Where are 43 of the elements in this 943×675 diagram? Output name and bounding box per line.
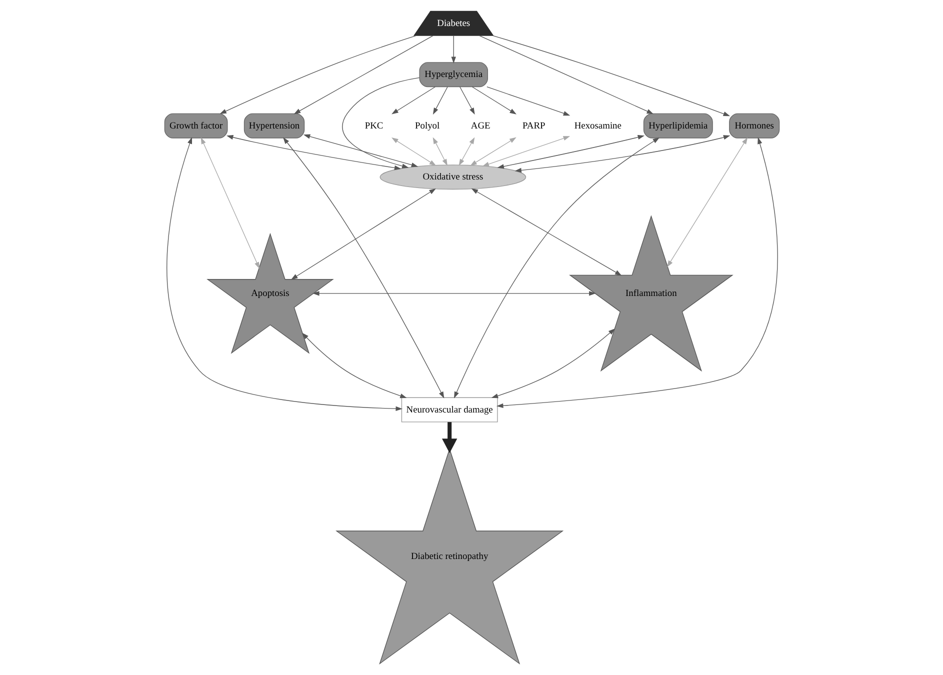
arrow [666, 137, 748, 268]
node-box: Hyperglycemia [418, 62, 488, 88]
arrow [454, 138, 660, 398]
node-text: Hexosamine [574, 121, 621, 132]
arrow [226, 135, 401, 170]
arrow [470, 137, 516, 166]
node-text: AGE [470, 121, 490, 132]
node-box: Growth factor [164, 113, 228, 138]
arrow [290, 188, 436, 280]
arrow [490, 328, 615, 398]
arrow [219, 35, 416, 114]
arrow [302, 134, 418, 168]
node-box: Neurovascular damage [400, 397, 498, 422]
arrow [471, 86, 516, 114]
arrow [391, 138, 436, 166]
arrow [432, 86, 448, 115]
arrow [458, 137, 474, 166]
arrow [450, 35, 456, 64]
node-text: PARP [522, 121, 545, 132]
arrow [282, 137, 444, 398]
arrow [496, 137, 778, 408]
arrow [478, 35, 654, 114]
arrow [486, 86, 570, 116]
node-text: PKC [364, 121, 383, 132]
arrow [293, 35, 434, 114]
arrow [200, 137, 260, 269]
node-text: Polyol [414, 121, 440, 132]
node-box: Hyperlipidemia [642, 113, 712, 138]
arrow [459, 86, 474, 115]
arrow [441, 422, 457, 454]
arrow [166, 137, 402, 411]
arrow [514, 135, 730, 173]
arrow [391, 86, 435, 114]
arrow [496, 134, 644, 169]
arrow [470, 188, 622, 276]
arrow [482, 136, 570, 166]
node-box: Hypertension [243, 113, 304, 138]
arrow [302, 332, 406, 398]
arrow [342, 77, 420, 168]
arrow [432, 137, 447, 166]
arrow [312, 291, 596, 296]
arrow [492, 35, 730, 116]
node-box: Hormones [728, 113, 780, 138]
